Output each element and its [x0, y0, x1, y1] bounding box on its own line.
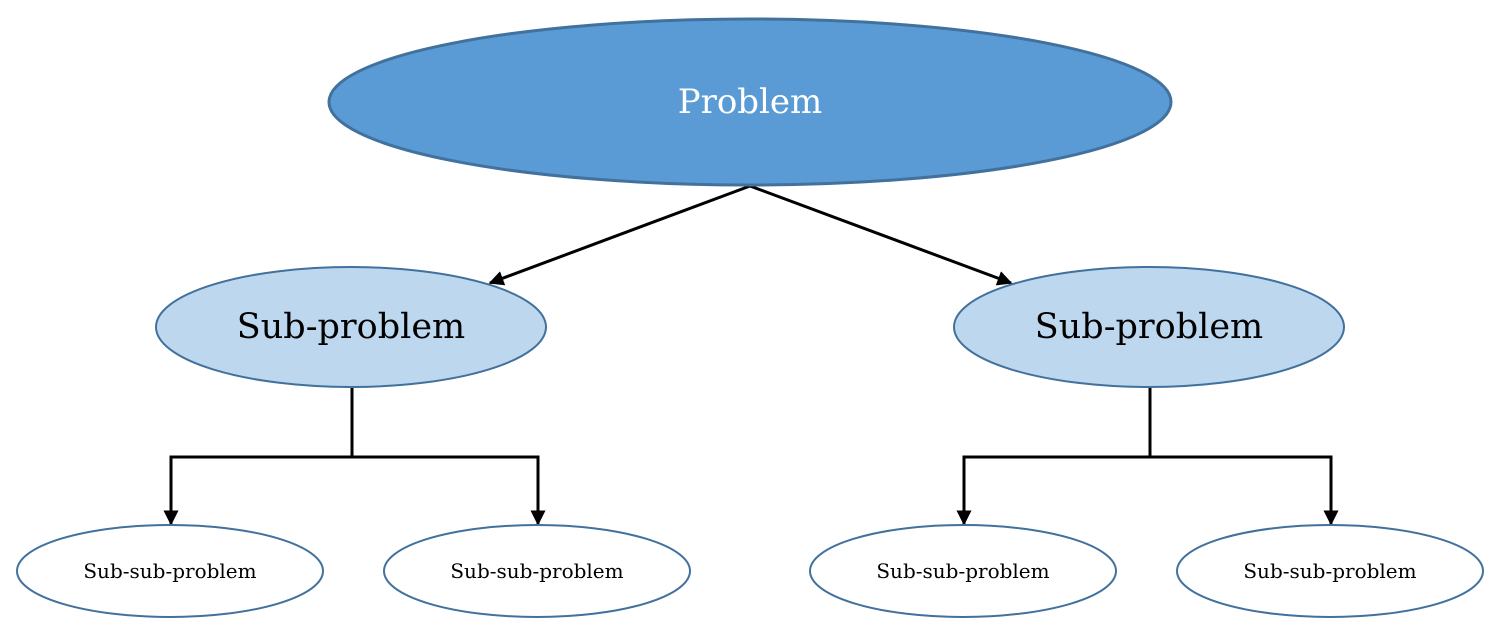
sub-sub-problem-node-2-1: Sub-sub-problem [809, 524, 1117, 618]
sub-problem-node-1-shape [155, 266, 547, 388]
sub-sub-problem-node-2-1-shape [809, 524, 1117, 618]
sub-sub-problem-node-2-2: Sub-sub-problem [1176, 524, 1484, 618]
edge-sub-problem-1-to-leaf-2 [352, 455, 546, 526]
sub-sub-problem-node-1-2-label: Sub-sub-problem [450, 559, 623, 583]
edge-root-to-sub-problem-1 [488, 184, 751, 286]
sub-problem-node-2-shape [953, 266, 1345, 388]
sub-sub-problem-node-2-1-label: Sub-sub-problem [876, 559, 1049, 583]
sub-sub-problem-node-2-2-label: Sub-sub-problem [1243, 559, 1416, 583]
edge-sub-problem-2-to-leaf-2 [1150, 455, 1339, 526]
sub-sub-problem-node-1-1: Sub-sub-problem [16, 524, 324, 618]
sub-problem-node-1-label: Sub-problem [237, 307, 465, 347]
sub-sub-problem-node-2-2-shape [1176, 524, 1484, 618]
edge-sub-problem-1-to-leaf-1 [163, 455, 352, 526]
sub-problem-node-2-label: Sub-problem [1035, 307, 1263, 347]
sub-problem-node-2: Sub-problem [953, 266, 1345, 388]
edge-root-to-sub-problem-2 [749, 184, 1013, 286]
sub-problem-node-1: Sub-problem [155, 266, 547, 388]
edges [163, 184, 1339, 526]
sub-sub-problem-node-1-1-shape [16, 524, 324, 618]
root-node: Problem [327, 17, 1173, 187]
root-node-shape [327, 17, 1173, 187]
sub-sub-problem-node-1-2-shape [383, 524, 691, 618]
sub-sub-problem-node-1-1-label: Sub-sub-problem [83, 559, 256, 583]
root-node-label: Problem [678, 82, 823, 122]
sub-sub-problem-node-1-2: Sub-sub-problem [383, 524, 691, 618]
edge-sub-problem-2-to-leaf-1 [956, 455, 1150, 526]
